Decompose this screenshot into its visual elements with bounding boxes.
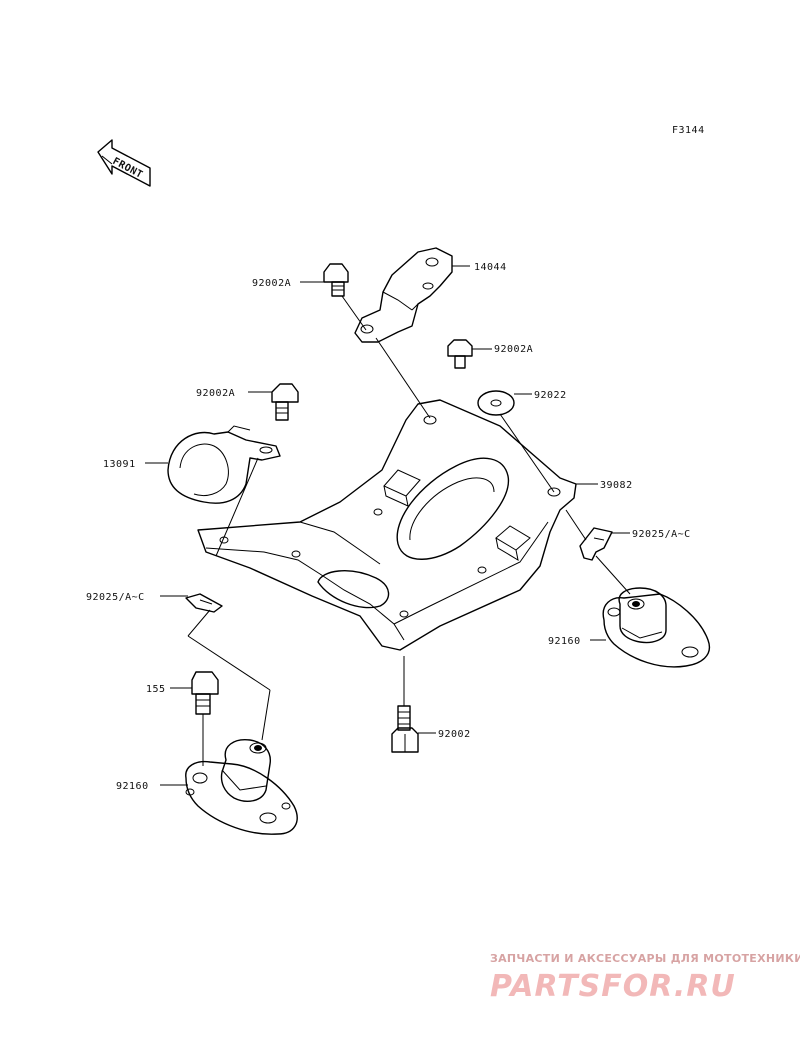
- label-13091: 13091: [103, 459, 136, 470]
- figure-id: F3144: [672, 125, 705, 136]
- bolt-92002: [392, 706, 418, 752]
- label-92160-right: 92160: [548, 636, 581, 647]
- label-92002: 92002: [438, 729, 471, 740]
- label-92025-left: 92025/A~C: [86, 592, 145, 603]
- label-92002a-left: 92002A: [196, 388, 235, 399]
- engine-mount-92160-left: [186, 740, 297, 835]
- bracket-14044: [355, 248, 452, 342]
- label-92022: 92022: [534, 390, 567, 401]
- label-92025-right: 92025/A~C: [632, 529, 691, 540]
- watermark-logo: ЗАПЧАСТИ И АКСЕССУАРЫ ДЛЯ МОТОТЕХНИКИ PA…: [490, 952, 800, 1004]
- engine-mount-92160-right: [603, 588, 709, 667]
- clip-92025-right: [580, 528, 612, 560]
- watermark-tagline: ЗАПЧАСТИ И АКСЕССУАРЫ ДЛЯ МОТОТЕХНИКИ: [490, 952, 800, 965]
- bolt-92002a-left: [272, 384, 298, 420]
- bolt-92002a-mid: [448, 340, 472, 368]
- clip-92025-left: [186, 594, 222, 612]
- label-92002a-top: 92002A: [252, 278, 291, 289]
- label-39082: 39082: [600, 480, 633, 491]
- stud-155: [192, 672, 218, 714]
- plate-39082: [198, 400, 576, 650]
- bolt-92002a-top: [324, 264, 348, 296]
- front-arrow-icon: FRONT: [98, 140, 150, 186]
- label-92160-left: 92160: [116, 781, 149, 792]
- washer-92022: [478, 391, 514, 415]
- watermark-brand: PARTSFOR.RU: [490, 969, 736, 1004]
- label-155: 155: [146, 684, 166, 695]
- clamp-13091: [168, 426, 280, 503]
- label-14044: 14044: [474, 262, 507, 273]
- label-92002a-mid: 92002A: [494, 344, 533, 355]
